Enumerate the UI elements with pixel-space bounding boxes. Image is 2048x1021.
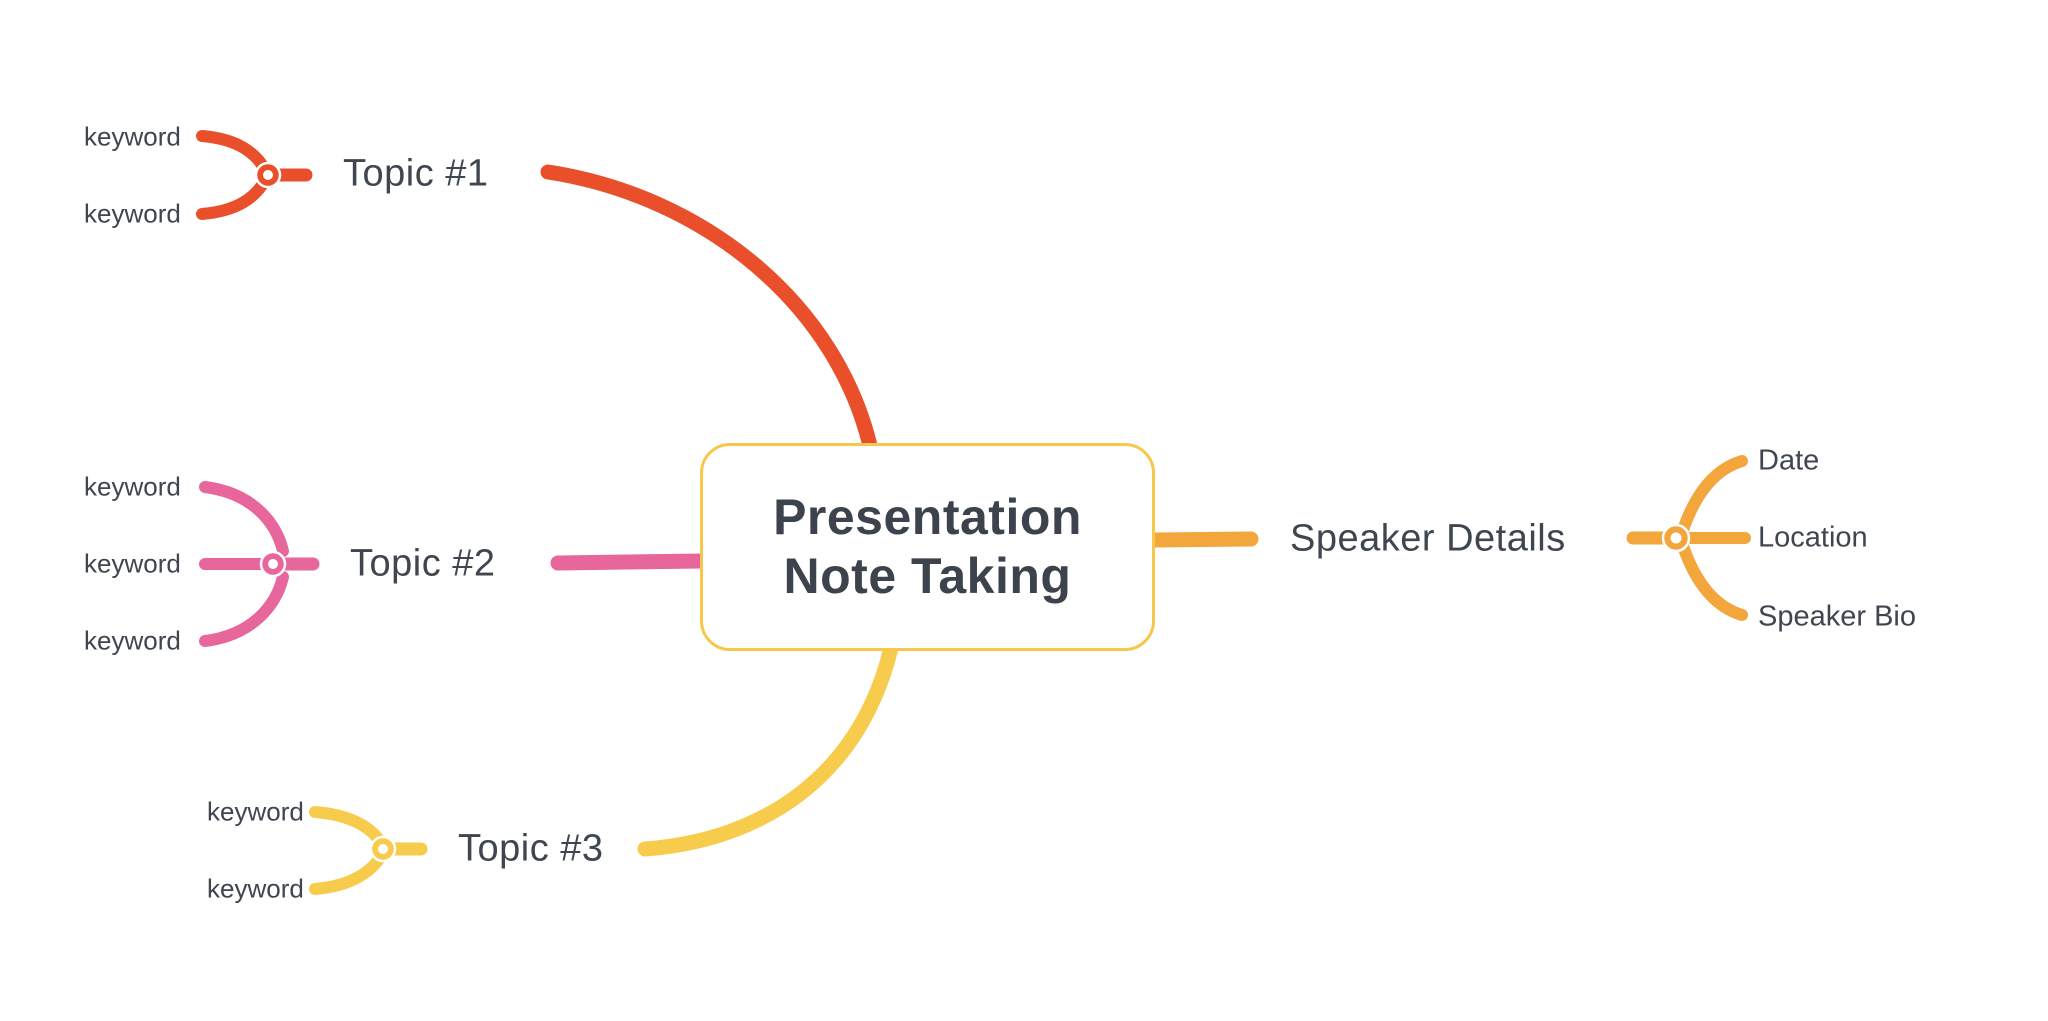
speaker-child-location[interactable]: Location	[1758, 521, 1868, 554]
topic3-node-label[interactable]: Topic #3	[458, 827, 604, 870]
topic1-collapse-dot-center	[263, 170, 273, 180]
speaker-child-speaker-bio[interactable]: Speaker Bio	[1758, 600, 1916, 633]
topic1-keyword-1[interactable]: keyword	[84, 198, 181, 229]
topic3-keyword-connector-0	[309, 806, 387, 849]
topic2-keyword-2[interactable]: keyword	[84, 625, 181, 656]
topic1-keyword-connector-0	[196, 130, 272, 177]
central-topic-node[interactable]: Presentation Note Taking	[700, 443, 1155, 651]
topic3-collapse-dot-center	[378, 844, 388, 854]
central-topic-title: Presentation Note Taking	[773, 489, 1082, 604]
topic2-branch-connector	[550, 553, 710, 571]
topic2-keyword-0[interactable]: keyword	[84, 471, 181, 502]
topic1-node-label[interactable]: Topic #1	[343, 152, 489, 195]
topic2-keyword-connector-0	[199, 481, 289, 557]
topic3-keyword-1[interactable]: keyword	[207, 873, 304, 904]
topic1-keyword-connector-1	[196, 173, 272, 220]
topic3-keyword-connector-1	[309, 850, 387, 895]
topic2-keyword-1[interactable]: keyword	[84, 548, 181, 579]
speaker-child-connector-2	[1677, 540, 1748, 621]
topic2-node-label[interactable]: Topic #2	[350, 542, 496, 585]
speaker-child-date[interactable]: Date	[1758, 444, 1820, 477]
topic3-branch-curve	[637, 640, 899, 857]
speaker-collapse-dot-center	[1670, 532, 1682, 544]
speaker-details-node-label[interactable]: Speaker Details	[1290, 517, 1566, 560]
topic2-keyword-connector-2	[199, 571, 289, 647]
topic3-keyword-0[interactable]: keyword	[207, 796, 304, 827]
topic1-keyword-0[interactable]: keyword	[84, 121, 181, 152]
speaker-branch-connector	[1147, 531, 1259, 548]
topic1-branch-curve	[540, 164, 879, 458]
topic2-collapse-dot-center	[268, 559, 278, 569]
speaker-child-connector-0	[1677, 455, 1748, 536]
